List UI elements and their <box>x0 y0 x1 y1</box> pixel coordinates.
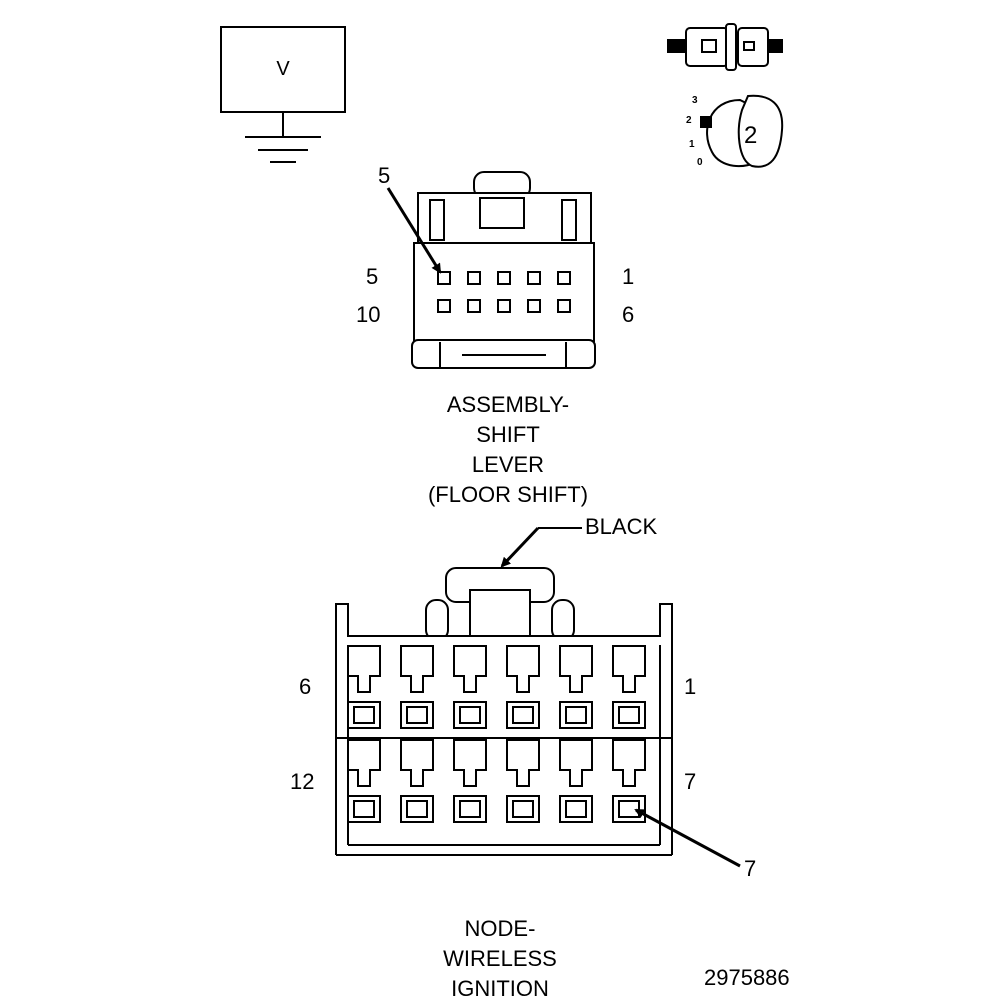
ignition-row-label-bottom-left: 12 <box>290 769 315 794</box>
shift-lever-title-line-4: (FLOOR SHIFT) <box>427 482 589 507</box>
connector-plug-icon <box>667 23 783 71</box>
ignition-terminal <box>506 645 540 729</box>
ignition-terminal <box>453 739 487 823</box>
shift-lever-title-line-1: ASSEMBLY- <box>446 392 570 417</box>
key-position-3: 3 <box>692 95 698 106</box>
ignition-terminal <box>453 645 487 729</box>
ignition-row-label-bottom-right: 7 <box>684 769 697 794</box>
shift-lever-pin-arrow <box>386 187 442 274</box>
shift-lever-title-line-3: LEVER <box>471 452 545 477</box>
shift-lever-connector-body <box>411 171 596 369</box>
shift-lever-pin-cavity <box>467 299 481 313</box>
shift-lever-pin-cavity <box>437 299 451 313</box>
ignition-terminal <box>506 739 540 823</box>
voltage-symbol-box: V <box>220 26 346 113</box>
key-position-2: 2 <box>686 115 692 126</box>
shift-lever-row-label-top-left: 5 <box>366 264 379 289</box>
ground-symbol <box>245 113 321 163</box>
shift-lever-title-line-2: SHIFT <box>476 422 540 447</box>
shift-lever-pin-cavity <box>527 271 541 285</box>
key-position-1: 1 <box>689 139 695 150</box>
shift-lever-pin-grid <box>437 271 571 313</box>
shift-lever-pin-cavity <box>557 271 571 285</box>
ignition-pin-callout: 7 <box>744 856 757 881</box>
shift-lever-row-label-bottom-left: 10 <box>356 302 381 327</box>
ignition-row-label-top-left: 6 <box>299 674 312 699</box>
wireless-ignition-pin-arrow <box>634 808 741 868</box>
shift-lever-pin-cavity <box>527 299 541 313</box>
ignition-terminal <box>400 739 434 823</box>
black-color-callout: BLACK <box>585 514 658 539</box>
voltage-symbol-label: V <box>276 58 290 80</box>
shift-lever-pin-cavity <box>497 271 511 285</box>
shift-lever-pin-cavity <box>497 299 511 313</box>
ignition-terminal <box>347 739 381 823</box>
ignition-row-label-top-right: 1 <box>684 674 697 699</box>
wireless-ignition-title-line-1: NODE- <box>464 916 536 941</box>
wireless-ignition-title-line-2: WIRELESS <box>443 946 557 971</box>
figure-number: 2975886 <box>704 965 790 990</box>
ignition-terminal <box>559 739 593 823</box>
shift-lever-pin-cavity <box>557 299 571 313</box>
key-position-0: 0 <box>697 157 703 168</box>
ignition-terminal <box>347 645 381 729</box>
shift-lever-pin-callout: 5 <box>378 163 391 188</box>
wireless-ignition-pin-grid <box>347 645 646 823</box>
wireless-ignition-title-line-3: IGNITION <box>451 976 549 1001</box>
ignition-key-icon <box>700 94 784 168</box>
wireless-ignition-title: NODE- WIRELESS IGNITION <box>420 914 580 1004</box>
shift-lever-pin-cavity <box>467 271 481 285</box>
shift-lever-row-label-bottom-right: 6 <box>622 302 635 327</box>
shift-lever-title: ASSEMBLY- SHIFT LEVER (FLOOR SHIFT) <box>420 390 596 510</box>
key-number: 2 <box>744 122 758 149</box>
ignition-terminal <box>559 645 593 729</box>
black-color-arrow <box>500 526 540 568</box>
shift-lever-row-label-top-right: 1 <box>622 264 635 289</box>
shift-lever-pin-cavity <box>437 271 451 285</box>
ignition-terminal <box>400 645 434 729</box>
ignition-terminal <box>612 645 646 729</box>
